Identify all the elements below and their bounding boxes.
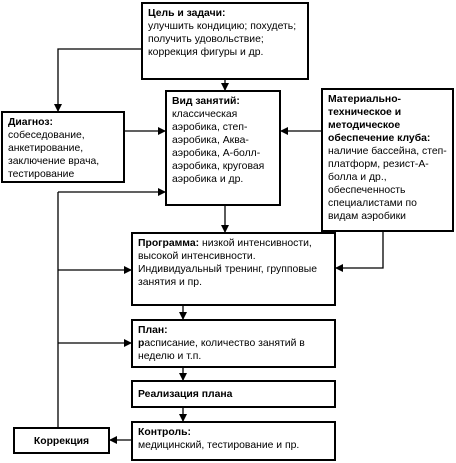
- arrow-resources-to-program: [335, 232, 384, 272]
- realization-box: Реализация плана: [131, 380, 336, 408]
- activity-title: Вид занятий:: [172, 96, 240, 107]
- plan-text-initial: р: [138, 338, 145, 349]
- plan-title: План:: [138, 325, 168, 336]
- program-text: низкой интенсивности, высокой интенсивно…: [138, 238, 318, 288]
- correction-box: Коррекция: [13, 427, 110, 454]
- realization-title: Реализация плана: [138, 389, 233, 400]
- diagnosis-text: собеседование, анкетирование, заключение…: [8, 130, 100, 180]
- goal-box: Цель и задачи: улучшить кондицию; похуде…: [141, 2, 309, 80]
- correction-title: Коррекция: [33, 436, 90, 447]
- diagnosis-box: Диагноз: собеседование, анкетирование, з…: [1, 111, 125, 183]
- activity-text: классическая аэробика, степ-аэробика, Ак…: [172, 109, 265, 185]
- program-title: Программа:: [138, 238, 200, 249]
- goal-text: улучшить кондицию; похудеть; получить уд…: [148, 21, 297, 58]
- resources-title: Материально-техническое и методическое о…: [328, 94, 431, 144]
- control-box: Контроль: медицинский, тестирование и пр…: [131, 421, 336, 461]
- activity-box: Вид занятий: классическая аэробика, степ…: [165, 90, 281, 206]
- program-box: Программа: низкой интенсивности, высокой…: [131, 232, 336, 306]
- arrow-goal-to-diagnosis: [54, 48, 141, 112]
- resources-text: наличие бассейна, степ-платформ, резист-…: [328, 146, 447, 222]
- resources-box: Материально-техническое и методическое о…: [321, 88, 454, 232]
- control-title: Контроль:: [138, 427, 191, 438]
- plan-box: План: расписание, количество занятий в н…: [131, 319, 336, 368]
- diagnosis-title: Диагноз:: [8, 117, 54, 128]
- plan-text: асписание, количество занятий в неделю и…: [138, 338, 305, 362]
- control-text: медицинский, тестирование и пр.: [138, 440, 300, 451]
- goal-title: Цель и задачи:: [148, 8, 226, 19]
